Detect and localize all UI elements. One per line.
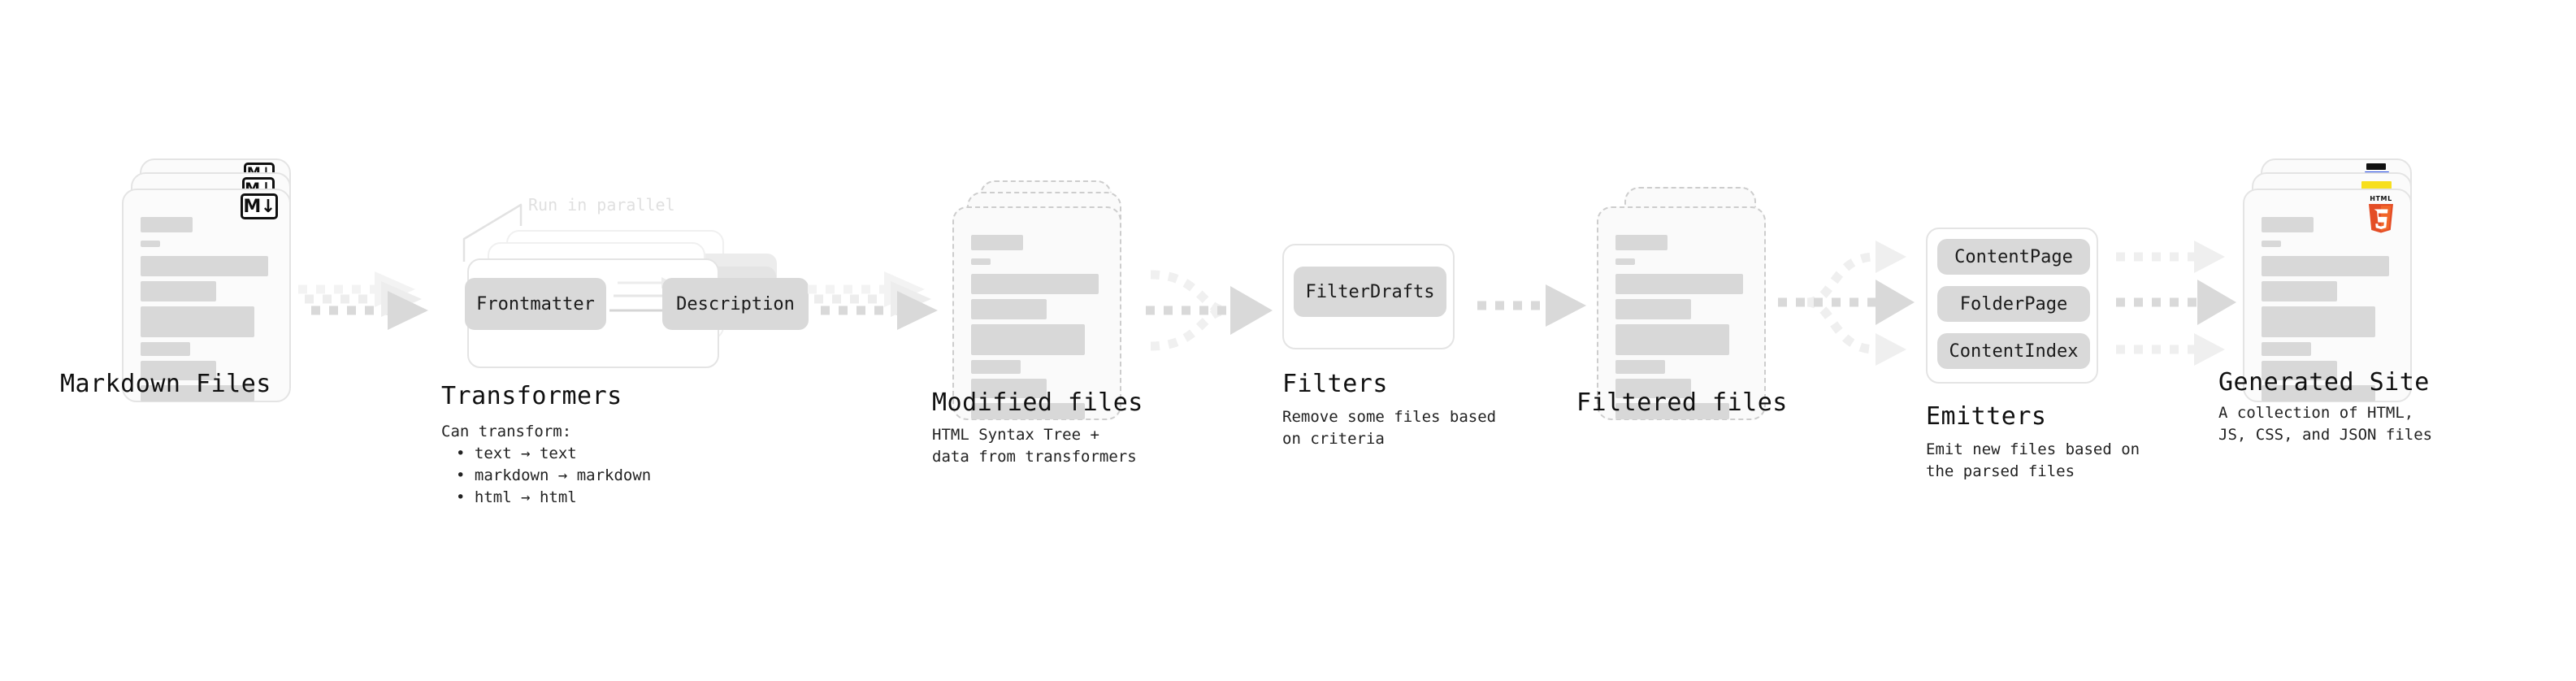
- modified-file-content: [954, 208, 1120, 419]
- arrow-emitters-to-site: [2108, 229, 2262, 375]
- stage-title-transformers: Transformers: [441, 382, 622, 410]
- filters-description: Remove some files based on criteria: [1282, 408, 1497, 448]
- transformers-bullet-2: • html → html: [456, 488, 577, 506]
- markdown-file-content: [124, 190, 289, 401]
- arrow-filtered-to-emitters: [1772, 229, 1926, 375]
- stage-filtered-files: Filtered files: [1576, 180, 1787, 420]
- transformers-bullet-1: • markdown → markdown: [456, 466, 652, 484]
- stage-modified-files: Modified files HTML Syntax Tree + data f…: [932, 180, 1143, 466]
- stage-title-markdown-files: Markdown Files: [60, 370, 271, 398]
- transformer-chip-frontmatter[interactable]: Frontmatter: [465, 278, 606, 330]
- generated-file-content: [2244, 190, 2410, 401]
- emitters-chip-folderpage[interactable]: FolderPage: [1937, 286, 2090, 322]
- generated-site-description: A collection of HTML, JS, CSS, and JSON …: [2218, 404, 2433, 444]
- modified-file-stack: [952, 180, 1139, 420]
- transformers-description: Can transform:: [441, 423, 572, 440]
- markdown-file-stack: M↓ M↓ M↓: [122, 158, 309, 402]
- html5-icon: HTML: [2365, 193, 2397, 233]
- filtered-file-stack: [1597, 180, 1784, 420]
- arrow-transformers-to-modified: [808, 268, 951, 341]
- arrow-filters-to-filtered: [1463, 283, 1593, 332]
- transformer-chip-description[interactable]: Description: [662, 278, 809, 330]
- emitters-chip-contentpage[interactable]: ContentPage: [1937, 239, 2090, 275]
- stage-title-emitters: Emitters: [1926, 402, 2047, 431]
- emitters-description: Emit new files based on the parsed files: [1926, 440, 2140, 480]
- stage-generated-site: HTML Generated Site A collection of HTML…: [2218, 158, 2438, 444]
- transformers-bullet-0: • text → text: [456, 445, 577, 462]
- markdown-file-front: [122, 189, 291, 402]
- generated-file-stack: HTML: [2243, 158, 2438, 402]
- stage-title-generated-site: Generated Site: [2218, 368, 2430, 397]
- svg-text:HTML: HTML: [2370, 195, 2392, 202]
- modified-files-description: HTML Syntax Tree + data from transformer…: [932, 426, 1137, 466]
- emitters-chip-contentindex[interactable]: ContentIndex: [1937, 333, 2090, 369]
- stage-title-filtered-files: Filtered files: [1576, 388, 1788, 417]
- stage-title-modified-files: Modified files: [932, 388, 1143, 417]
- run-in-parallel-bracket: [462, 203, 523, 262]
- markdown-badge-front: M↓: [241, 193, 278, 219]
- filtered-file-content: [1598, 208, 1764, 419]
- callout-run-in-parallel: Run in parallel: [528, 195, 675, 215]
- generated-file-front-html: [2243, 189, 2412, 402]
- css-icon-mark: [2366, 163, 2386, 170]
- filters-chip-filterdrafts[interactable]: FilterDrafts: [1294, 267, 1446, 317]
- arrow-markdown-to-transformers: [298, 268, 441, 341]
- modified-file-front: [952, 206, 1121, 420]
- arrow-modified-to-filters: [1126, 257, 1281, 371]
- filtered-file-front: [1597, 206, 1766, 420]
- stage-title-filters: Filters: [1282, 370, 1388, 398]
- stage-markdown-files: M↓ M↓ M↓ Markdown Files: [60, 158, 309, 402]
